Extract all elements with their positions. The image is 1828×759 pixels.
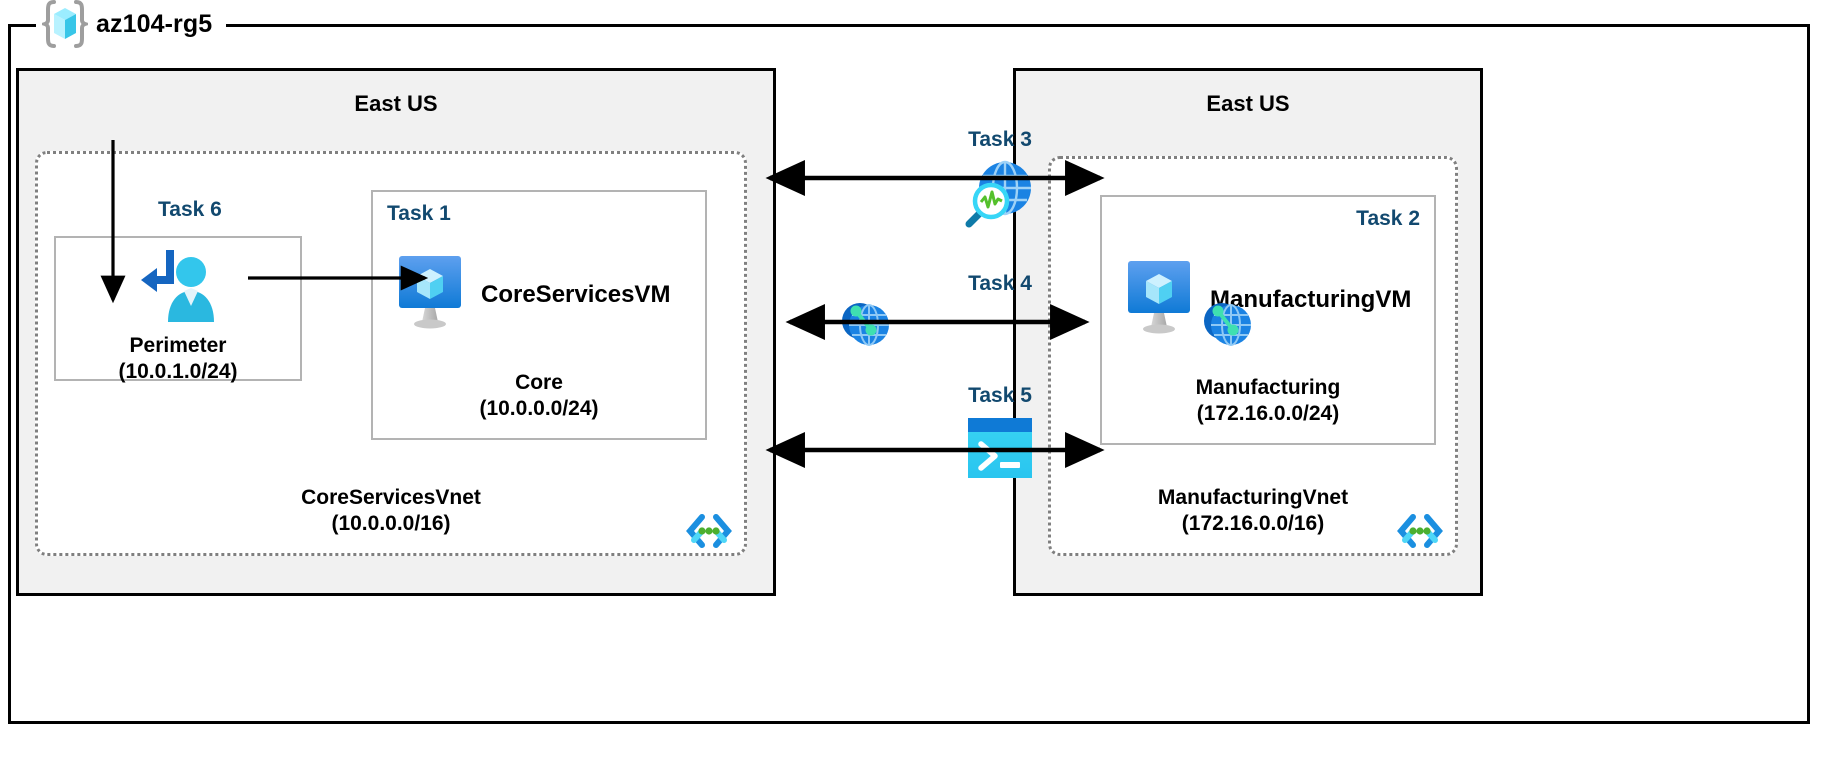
vm-row-coreservices: CoreServicesVM [397,254,670,335]
resource-group-name: az104-rg5 [96,9,213,38]
task-label-4: Task 4 [968,272,1032,295]
vnet-cidr-coreservices: (10.0.0.0/16) [331,511,451,535]
middle-task-4: Task 4 [930,272,1070,296]
vnet-name-coreservices: CoreServicesVnet [301,485,481,509]
resource-group-title: az104-rg5 [36,0,227,49]
task-label-2: Task 2 [1356,207,1420,230]
perimeter-caption: Perimeter (10.0.1.0/24) [118,333,237,386]
task-label-3: Task 3 [968,128,1032,151]
core-subnet-name: Core [515,370,563,394]
cloud-shell-icon [964,416,1036,480]
middle-task-3: Task 3 [930,128,1070,230]
vm-name-manufacturing: ManufacturingVM [1210,285,1412,313]
vnet-name-manufacturing: ManufacturingVnet [1157,485,1349,509]
vnet-cidr-manufacturing: (172.16.0.0/16) [1181,511,1325,535]
vnet-coreservices: Perimeter (10.0.1.0/24) Task 6 Task 1 [35,151,747,556]
vnet-icon-manufacturing [1397,511,1443,551]
vm-row-manufacturing: ManufacturingVM [1126,259,1411,340]
subnet-perimeter: Perimeter (10.0.1.0/24) [54,236,302,383]
vnet-peering-icon-right [1200,295,1256,351]
task-label-1: Task 1 [387,202,451,225]
middle-task-5: Task 5 [930,384,1070,480]
region-title-right: East US [1206,91,1290,116]
task-label-5: Task 5 [968,384,1032,407]
subnet-core: Task 1 [371,190,707,440]
region-box-right: East US Task 2 [1013,68,1483,596]
subnet-manufacturing: Task 2 [1100,195,1436,445]
bastion-user-icon [139,250,217,329]
perimeter-name: Perimeter [129,334,227,357]
vnet-icon-coreservices [686,511,732,551]
vnet-manufacturing: Task 2 [1048,156,1458,556]
perimeter-cidr: (10.0.1.0/24) [118,360,238,384]
region-title-left: East US [354,91,438,116]
task-label-6: Task 6 [158,198,222,221]
vnet-peering-icon-left [838,295,894,351]
virtual-machine-icon [397,254,465,335]
vnet-label-manufacturing: ManufacturingVnet (172.16.0.0/16) [1051,485,1455,538]
network-watcher-icon [961,156,1039,230]
vm-name-coreservices: CoreServicesVM [481,280,671,308]
perimeter-content: Perimeter (10.0.1.0/24) [56,250,300,386]
vnet-label-coreservices: CoreServicesVnet (10.0.0.0/16) [38,485,744,538]
region-box-left: East US [16,68,776,596]
virtual-machine-icon [1126,259,1194,340]
resource-group-cube-icon [42,0,88,49]
resource-group-frame [8,24,1810,724]
manufacturing-subnet-name: Manufacturing [1195,375,1341,399]
core-subnet-cidr: (10.0.0.0/24) [479,396,599,420]
core-subnet-caption: Core (10.0.0.0/24) [373,370,705,423]
manufacturing-subnet-cidr: (172.16.0.0/24) [1196,401,1340,425]
manufacturing-subnet-caption: Manufacturing (172.16.0.0/24) [1102,375,1434,428]
